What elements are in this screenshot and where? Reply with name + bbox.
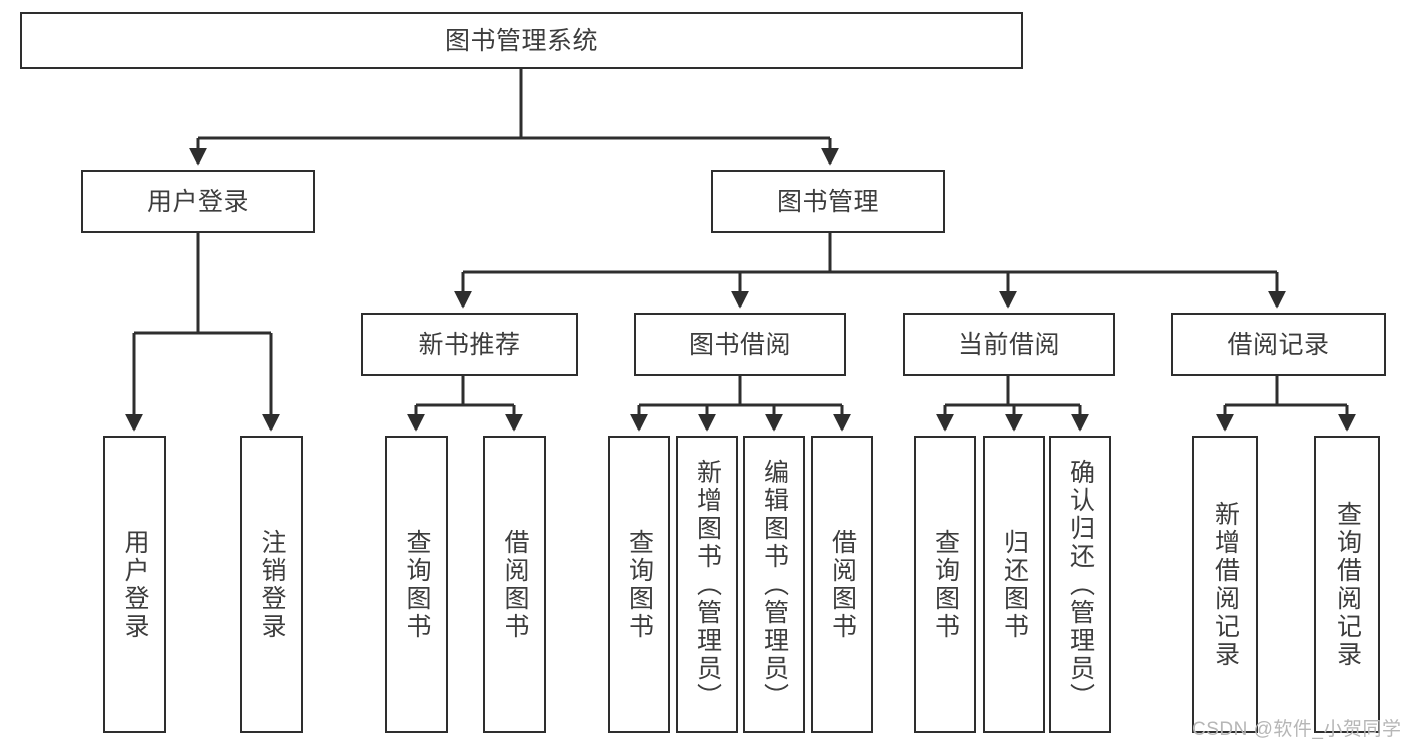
leaf-user-login[interactable]: 用户登录 [103, 436, 166, 733]
node-new-book-recommend[interactable]: 新书推荐 [361, 313, 578, 376]
node-label: 查询图书 [625, 528, 654, 641]
node-label: 编辑图书（管理员） [760, 458, 789, 711]
node-label: 图书管理系统 [444, 26, 598, 55]
node-label: 借阅记录 [1227, 330, 1330, 359]
leaf-return-book[interactable]: 归还图书 [983, 436, 1045, 733]
leaf-borrow-book-recommend[interactable]: 借阅图书 [483, 436, 546, 733]
node-label: 借阅图书 [828, 528, 857, 641]
leaf-borrow-book[interactable]: 借阅图书 [811, 436, 873, 733]
node-root-system[interactable]: 图书管理系统 [20, 12, 1023, 69]
node-label: 查询图书 [403, 528, 431, 641]
node-label: 图书管理 [776, 187, 879, 216]
leaf-add-book-admin[interactable]: 新增图书（管理员） [676, 436, 738, 733]
node-label: 新增借阅记录 [1211, 500, 1240, 669]
leaf-query-book-current[interactable]: 查询图书 [914, 436, 976, 733]
csdn-watermark: CSDN @软件_小贺同学 [1192, 719, 1402, 740]
node-current-borrow[interactable]: 当前借阅 [903, 313, 1115, 376]
node-borrow-record[interactable]: 借阅记录 [1171, 313, 1386, 376]
node-label: 用户登录 [146, 187, 249, 216]
leaf-query-borrow-record[interactable]: 查询借阅记录 [1314, 436, 1380, 733]
node-label: 注销登录 [258, 528, 286, 641]
node-label: 用户登录 [121, 528, 149, 641]
node-label: 新书推荐 [418, 330, 521, 359]
node-user-login[interactable]: 用户登录 [81, 170, 315, 233]
node-label: 图书借阅 [688, 330, 791, 359]
leaf-edit-book-admin[interactable]: 编辑图书（管理员） [743, 436, 805, 733]
node-label: 查询借阅记录 [1333, 500, 1362, 669]
node-label: 归还图书 [1000, 528, 1029, 641]
leaf-logout[interactable]: 注销登录 [240, 436, 303, 733]
leaf-add-borrow-record[interactable]: 新增借阅记录 [1192, 436, 1258, 733]
node-label: 查询图书 [931, 528, 960, 641]
leaf-confirm-return-admin[interactable]: 确认归还（管理员） [1049, 436, 1111, 733]
node-book-manage[interactable]: 图书管理 [711, 170, 945, 233]
node-label: 确认归还（管理员） [1066, 458, 1095, 711]
node-label: 当前借阅 [957, 330, 1060, 359]
leaf-query-book-borrow[interactable]: 查询图书 [608, 436, 670, 733]
leaf-query-book-recommend[interactable]: 查询图书 [385, 436, 448, 733]
node-book-borrow[interactable]: 图书借阅 [634, 313, 846, 376]
node-label: 借阅图书 [501, 528, 529, 641]
node-label: 新增图书（管理员） [693, 458, 722, 711]
